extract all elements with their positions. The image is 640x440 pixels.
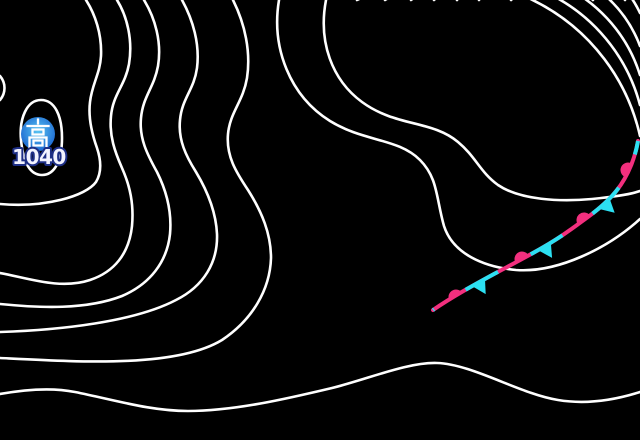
warm-semicircle-1	[448, 289, 463, 301]
isobar-arc-4	[432, 0, 640, 48]
front-cold-line	[431, 140, 640, 312]
isobar-arc-6	[383, 0, 640, 107]
isobar-arc-7	[355, 0, 640, 138]
front-warm-markers	[448, 162, 632, 301]
isobar-s3	[0, 0, 219, 334]
isobar-u1	[322, 0, 640, 202]
front-warm-line	[431, 139, 640, 312]
isobar-bottom	[0, 361, 640, 413]
isobar-s2	[0, 0, 172, 309]
isobar-hook	[0, 0, 103, 207]
isobar-s1	[0, 0, 134, 286]
isobar-arc-5	[409, 0, 640, 77]
isobar-u2	[275, 0, 640, 272]
cold-triangle-1	[472, 279, 486, 295]
isobar-left-edge-arc	[0, 74, 6, 102]
cold-triangle-3	[600, 198, 615, 213]
cold-triangle-2	[539, 243, 553, 258]
high-kanji-icon	[26, 118, 50, 151]
isobar-group	[0, 0, 640, 413]
high-pressure-marker: 1040	[10, 117, 68, 171]
isobar-s4	[0, 0, 273, 363]
front-cold-markers	[472, 198, 615, 295]
warm-semicircle-4	[620, 162, 632, 177]
warm-semicircle-3	[576, 212, 590, 225]
stationary-front	[431, 139, 640, 312]
isobar-high-oval	[19, 98, 64, 177]
high-pressure-value: 1040	[12, 145, 66, 169]
warm-semicircle-2	[514, 251, 529, 263]
